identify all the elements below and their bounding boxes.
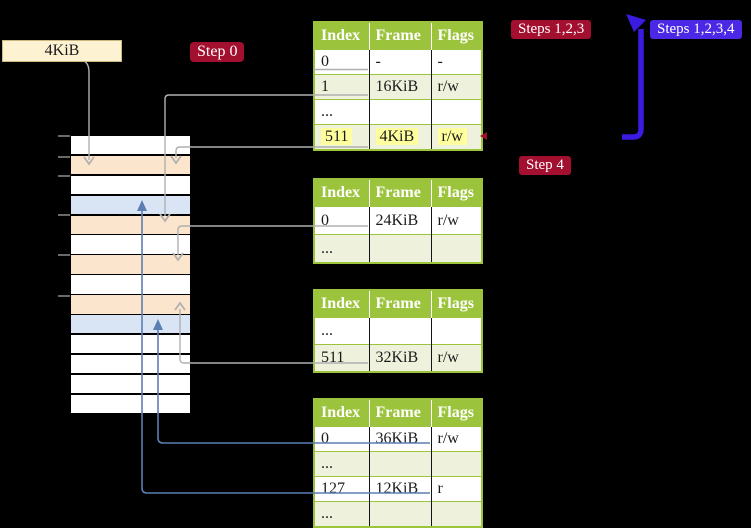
col-header-index: Index <box>314 179 369 207</box>
cell-index: ... <box>314 234 369 263</box>
page-table-1: Index Frame Flags 0 - - 1 16KiB r/w ... … <box>313 21 483 151</box>
table-row: 127 12KiB r <box>314 476 482 502</box>
cell-index: ... <box>314 501 369 527</box>
col-header-frame: Frame <box>368 399 431 427</box>
memory-frame-row <box>71 394 190 413</box>
cell-flags: - <box>430 49 482 75</box>
table-row: 1 16KiB r/w <box>314 74 482 100</box>
memory-frame-row <box>71 295 190 314</box>
cell-index: 511 <box>314 124 369 150</box>
step0-badge: Step 0 <box>190 42 245 62</box>
cell-frame <box>368 99 431 125</box>
memory-frame-row <box>71 354 190 374</box>
col-header-frame: Frame <box>368 22 431 50</box>
cell-flags <box>430 99 482 125</box>
cell-flags: r/w <box>430 206 482 235</box>
cell-frame: 36KiB <box>368 426 431 452</box>
cell-frame: 32KiB <box>368 344 431 372</box>
steps1234-badge: Steps 1,2,3,4 <box>650 20 742 39</box>
cell-flags: r/w <box>430 426 482 452</box>
address-ticks <box>58 135 70 297</box>
page-table-3: Index Frame Flags ... 511 32KiB r/w <box>313 289 483 373</box>
cell-flags <box>430 234 482 263</box>
page-table-4: Index Frame Flags 0 36KiB r/w ... 127 12… <box>313 398 483 528</box>
step4-badge: Step 4 <box>519 156 571 175</box>
cell-index: 0 <box>314 206 369 235</box>
memory-frame-row <box>71 334 190 354</box>
cell-frame: 24KiB <box>368 206 431 235</box>
cell-flags: r/w <box>430 344 482 372</box>
table-row: 0 - - <box>314 49 482 75</box>
cell-index: 1 <box>314 74 369 100</box>
table-header-row: Index Frame Flags <box>314 290 482 318</box>
steps123-badge: Steps 1,2,3 <box>511 20 592 39</box>
cell-frame: 4KiB <box>368 124 431 150</box>
table-row: ... <box>314 99 482 125</box>
memory-frame-row <box>71 315 190 334</box>
col-header-index: Index <box>314 290 369 318</box>
cell-index: ... <box>314 451 369 477</box>
cell-frame <box>368 451 431 477</box>
col-header-flags: Flags <box>430 22 482 50</box>
memory-frame-row <box>71 374 190 394</box>
memory-frame-row <box>71 155 190 175</box>
physical-memory-stack <box>71 136 190 413</box>
memory-frame-row <box>71 235 190 254</box>
col-header-frame: Frame <box>368 179 431 207</box>
cell-flags <box>430 451 482 477</box>
cell-flags <box>430 501 482 527</box>
cell-flags: r/w <box>430 124 482 150</box>
col-header-index: Index <box>314 399 369 427</box>
table-row: ... <box>314 234 482 263</box>
steps-walk-arrow <box>622 29 644 140</box>
table-row: 0 36KiB r/w <box>314 426 482 452</box>
highlight-text: r/w <box>437 128 467 145</box>
steps-walk-arrowhead-icon <box>626 14 646 32</box>
table-header-row: Index Frame Flags <box>314 399 482 427</box>
cell-flags: r <box>430 476 482 502</box>
cell-frame <box>368 234 431 263</box>
memory-frame-row <box>71 175 190 195</box>
col-header-flags: Flags <box>430 399 482 427</box>
memory-frame-row <box>71 136 190 155</box>
table-header-row: Index Frame Flags <box>314 22 482 50</box>
cell-index: 127 <box>314 476 369 502</box>
highlight-text: 511 <box>321 128 353 145</box>
col-header-frame: Frame <box>368 290 431 318</box>
cell-frame: 16KiB <box>368 74 431 100</box>
cell-flags: r/w <box>430 74 482 100</box>
memory-frame-row <box>71 275 190 294</box>
memory-frame-row <box>71 195 190 215</box>
col-header-flags: Flags <box>430 290 482 318</box>
cell-index: 0 <box>314 426 369 452</box>
table-row: 0 24KiB r/w <box>314 206 482 235</box>
highlight-text: 4KiB <box>375 128 419 145</box>
cell-flags <box>430 317 482 345</box>
memory-frame-row <box>71 255 190 274</box>
col-header-flags: Flags <box>430 179 482 207</box>
cell-frame: 12KiB <box>368 476 431 502</box>
page-table-2: Index Frame Flags 0 24KiB r/w ... <box>313 178 483 264</box>
page-size-label: 4KiB <box>2 40 122 62</box>
cell-frame <box>368 317 431 345</box>
cell-index: ... <box>314 99 369 125</box>
table-row: ... <box>314 317 482 345</box>
memory-frame-row <box>71 215 190 234</box>
cell-index: 511 <box>314 344 369 372</box>
cell-index: ... <box>314 317 369 345</box>
cell-frame: - <box>368 49 431 75</box>
table-row: ... <box>314 451 482 477</box>
table-header-row: Index Frame Flags <box>314 179 482 207</box>
table-row-highlighted: 511 4KiB r/w <box>314 124 482 150</box>
table-row: 511 32KiB r/w <box>314 344 482 372</box>
cell-index: 0 <box>314 49 369 75</box>
table-row: ... <box>314 501 482 527</box>
col-header-index: Index <box>314 22 369 50</box>
cell-frame <box>368 501 431 527</box>
